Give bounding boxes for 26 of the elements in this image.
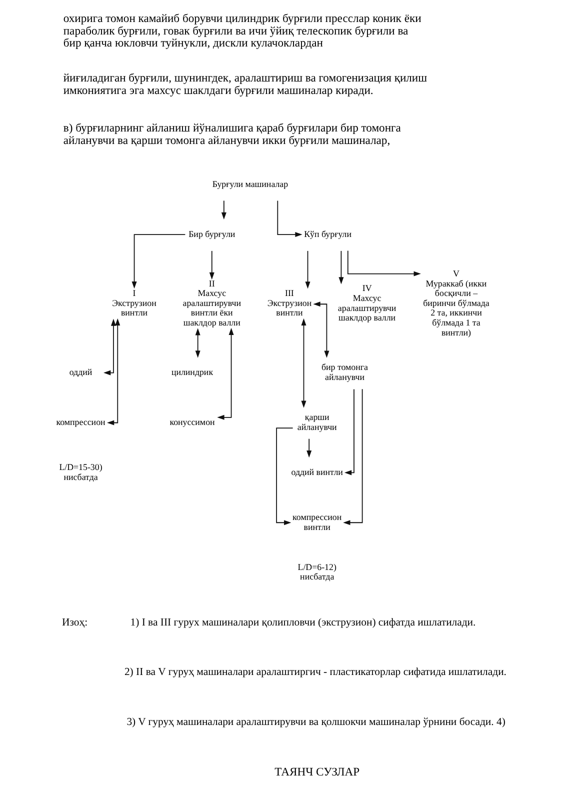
node-text: цилиндрик bbox=[170, 367, 213, 378]
node-text: Кўп бурғули bbox=[304, 228, 352, 239]
node-text: конуссимон bbox=[169, 416, 214, 427]
label: в) бурғиларнинг айланиш йўналишига қараб бурғилари бир томонга айланувчи ва қарши томонга айланувчи икки бурғили машиналар, bbox=[62, 121, 400, 147]
node-text: I Экструзион винтли bbox=[112, 288, 156, 318]
node-text: компрессион bbox=[56, 416, 105, 427]
node-text: V Мураккаб (икки босқичли – биринчи бўлмада 2 та, иккинчи бўлмада 1 та винтли) bbox=[422, 268, 489, 338]
label: L/D=6-12) нисбатда bbox=[297, 562, 336, 582]
label: Изоҳ: bbox=[62, 616, 88, 628]
node-text: қарши айланувчи bbox=[296, 412, 336, 432]
label: L/D=15-30) нисбатда bbox=[58, 462, 102, 482]
node-text: II Махсус аралаштирувчи винтли ёки шаклдор валли bbox=[182, 278, 241, 328]
node-text: оддий bbox=[68, 367, 92, 378]
label: 2) II ва V гуруҳ машиналари аралаштиргич - пластикаторлар сифатида ишлатилади. bbox=[124, 666, 506, 678]
node-text: IV Махсус аралаштирувчи шаклдор валли bbox=[337, 283, 396, 323]
node-text: Бир бурғули bbox=[188, 228, 235, 239]
node-text: компрессион винтли bbox=[292, 512, 342, 532]
node-text: оддий винтли bbox=[290, 466, 342, 477]
label: 3) V гуруҳ машиналари аралаштирувчи ва қолшокчи машиналар ўрнини босади. 4) bbox=[126, 716, 505, 728]
node-text: III Экструзион винтли bbox=[266, 288, 312, 318]
label: охирига томон камайиб борувчи цилиндрик бурғили пресслар коник ёки параболик бурғили, говак бурғили ва ичи ўйиқ телескопик бурғили ва бир қанча юкловчи туйнукли, дискли кулачоклардан bbox=[62, 12, 421, 50]
node-text: Бурғули машиналар bbox=[212, 178, 288, 189]
label: 1) I ва III гурух машиналари қолипловчи (экструзион) сифатда ишлатилади. bbox=[130, 616, 476, 628]
label: йиғиладиган бурғили, шунингдек, аралаштириш ва гомогенизация қилиш имкониятига эга махсус шаклдаги бурғили машиналар киради. bbox=[62, 72, 427, 97]
node-text: бир томонга айланувчи bbox=[321, 362, 368, 382]
label: ТАЯНЧ СУЗЛАР bbox=[274, 765, 360, 778]
